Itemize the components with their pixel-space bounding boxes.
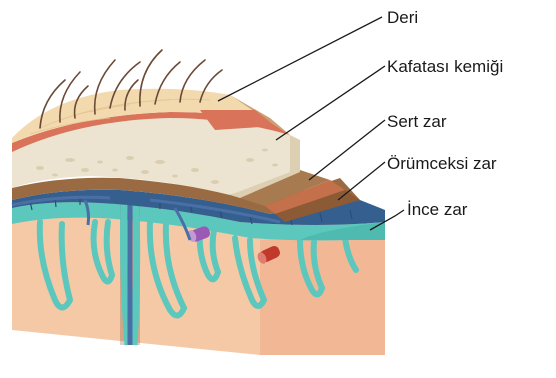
label-dura: Sert zar [387, 112, 447, 131]
leader-arachnoid [338, 162, 385, 200]
central-fissure [120, 200, 140, 345]
label-arachnoid: Örümceksi zar [387, 154, 497, 173]
leader-skin [218, 17, 382, 101]
leader-skull [276, 66, 385, 140]
label-pia: İnce zar [407, 200, 468, 219]
label-skull: Kafatası kemiği [387, 57, 503, 76]
labels: Deri Kafatası kemiği Sert zar Örümceksi … [387, 8, 503, 219]
label-skin: Deri [387, 8, 418, 27]
